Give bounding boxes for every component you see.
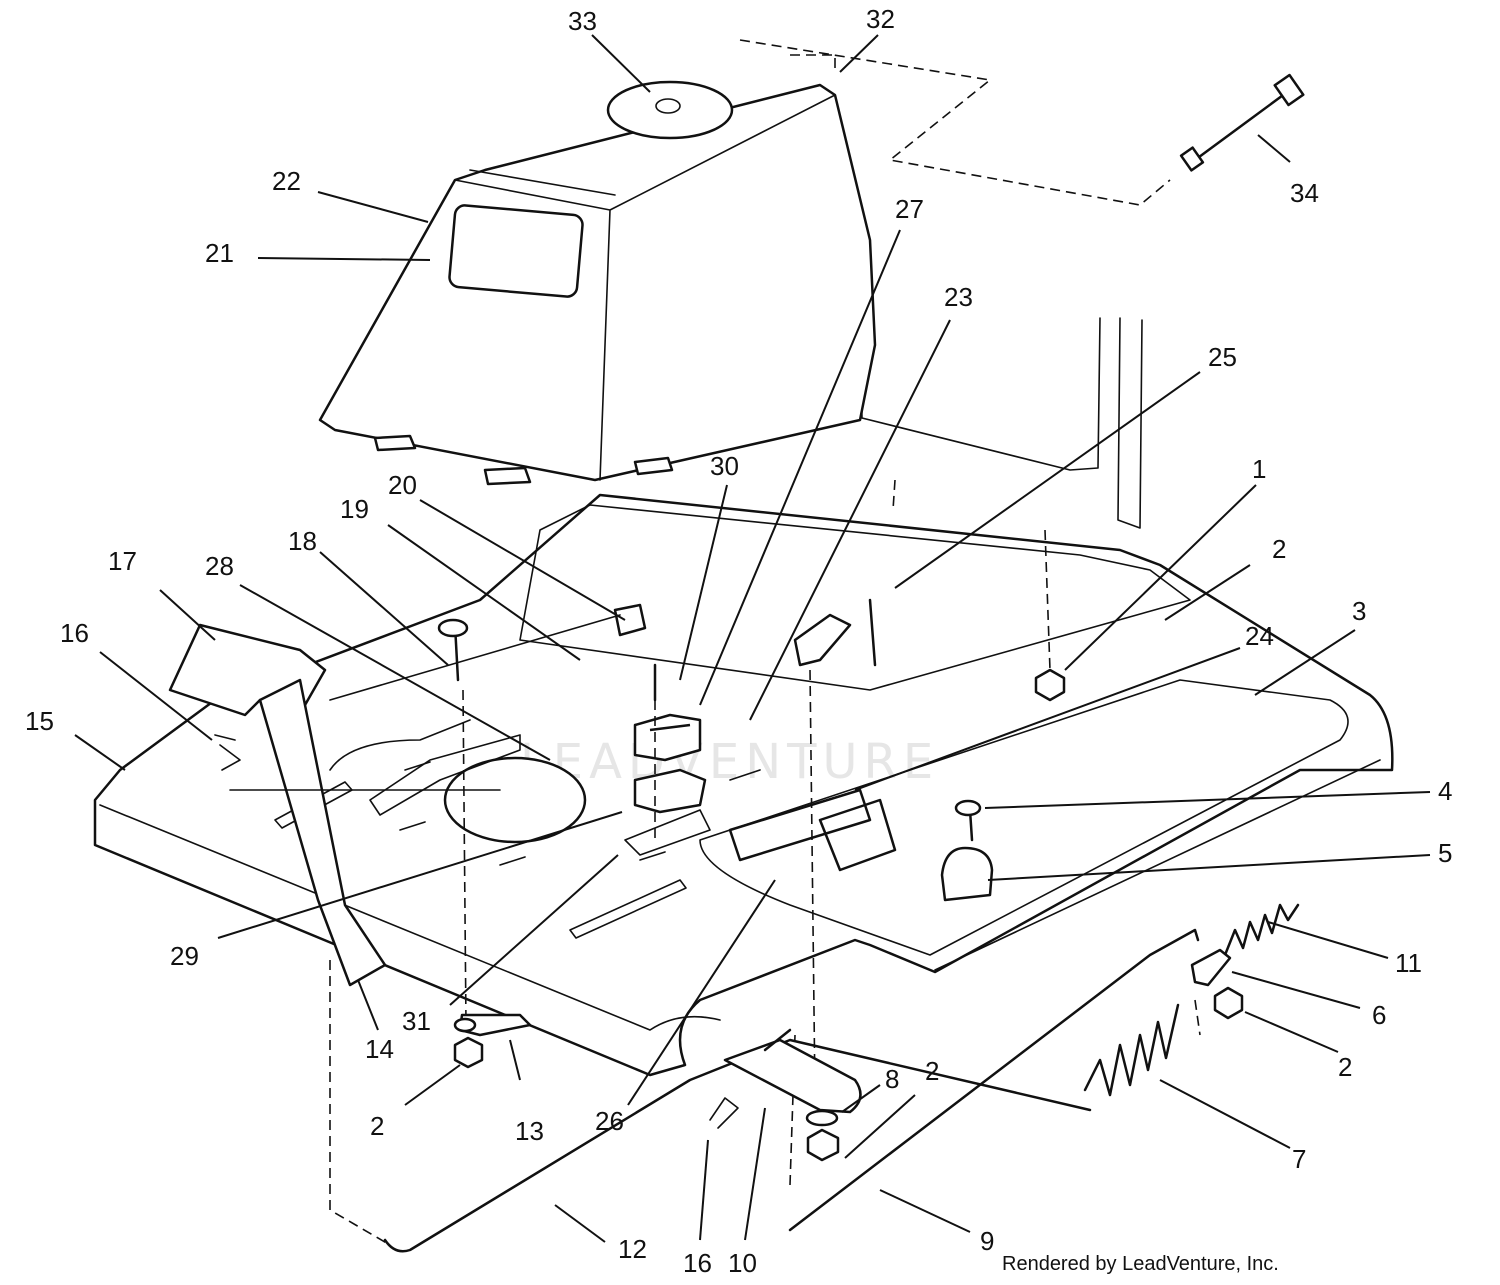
actuator-plate: [624, 809, 711, 856]
locknut-upper: [1034, 668, 1066, 702]
assembly-axis-lines: [329, 479, 1201, 1246]
washer-8: [805, 1109, 839, 1127]
callout-15: 15: [25, 706, 54, 736]
deck-hole: [443, 756, 587, 844]
callout-21: 21: [205, 238, 234, 268]
actuator-block-upper: [633, 713, 702, 762]
wire-harness: [1193, 88, 1292, 162]
bracket-13-hole: [453, 1017, 477, 1033]
spring-7: [1083, 1003, 1180, 1097]
callout-27: 27: [895, 194, 924, 224]
callout-17: 17: [108, 546, 137, 576]
locknut-bottom: [806, 1128, 840, 1162]
locknut-right: [1213, 986, 1244, 1020]
rendered-by-credit: Rendered by LeadVenture, Inc.: [1002, 1253, 1279, 1275]
callout-29: 29: [170, 941, 199, 971]
deck-outline: [93, 493, 1394, 1077]
fuel-cap: [606, 80, 734, 140]
callout-19: 19: [340, 494, 369, 524]
callout-10: 10: [728, 1248, 757, 1278]
callout-2-top: 2: [1272, 534, 1286, 564]
callout-8: 8: [885, 1064, 899, 1094]
watermark-text: LEADVENTURE: [520, 734, 939, 790]
lever-plate-10: [723, 1038, 862, 1114]
tank-cover-edges: [454, 94, 836, 481]
rod-12: [383, 1038, 1092, 1253]
deck-left-curve: [329, 719, 471, 771]
callout-12: 12: [618, 1234, 647, 1264]
callout-2-right: 2: [1338, 1052, 1352, 1082]
callout-2-left: 2: [370, 1111, 384, 1141]
callout-28: 28: [205, 551, 234, 581]
callout-3: 3: [1352, 596, 1366, 626]
harness-plug-bottom: [1179, 146, 1205, 172]
callout-23: 23: [944, 282, 973, 312]
callout-2-bottom: 2: [925, 1056, 939, 1086]
bolt-4-head: [954, 799, 982, 817]
pin-10: [763, 1028, 792, 1052]
callout-34: 34: [1290, 178, 1319, 208]
callout-26: 26: [595, 1106, 624, 1136]
callout-33: 33: [568, 6, 597, 36]
bracket-19: [329, 614, 621, 816]
callout-20: 20: [388, 470, 417, 500]
hairpin-clip-lower: [709, 1097, 739, 1129]
callout-6: 6: [1372, 1000, 1386, 1030]
locknut-left: [453, 1036, 484, 1069]
callout-14: 14: [365, 1034, 394, 1064]
bracket-5: [940, 846, 994, 902]
callout-1: 1: [1252, 454, 1266, 484]
callout-22: 22: [272, 166, 301, 196]
callout-32: 32: [866, 4, 895, 34]
clevis-pin-25: [868, 598, 877, 667]
actuator-block-lower: [633, 768, 707, 814]
tank-tabs: [373, 434, 674, 486]
deck-right-pad: [699, 679, 1349, 956]
callout-11: 11: [1395, 948, 1422, 978]
callout-16-bottom: 16: [683, 1248, 712, 1278]
deck-rear-panel: [519, 504, 1191, 691]
callout-18: 18: [288, 526, 317, 556]
callout-9: 9: [980, 1226, 994, 1256]
leader-lines: [74, 34, 1431, 1243]
pivot-bracket: [793, 613, 852, 667]
bolt-18-head: [437, 618, 469, 638]
tank-label: [448, 204, 584, 298]
decal-sheet: [739, 39, 1171, 206]
hairpin-clip-upper: [214, 734, 501, 791]
deck-front-edge: [99, 759, 1381, 1031]
callout-13: 13: [515, 1116, 544, 1146]
callout-31: 31: [402, 1006, 431, 1036]
callout-25: 25: [1208, 342, 1237, 372]
callout-16-top: 16: [60, 618, 89, 648]
rod-9: [788, 928, 1200, 1232]
bell-crank-6: [1190, 948, 1232, 987]
lever-arm: [258, 678, 387, 987]
spring-11: [1223, 903, 1300, 957]
callout-7: 7: [1292, 1144, 1306, 1174]
callout-4: 4: [1438, 776, 1452, 806]
tank-cover: [318, 83, 877, 482]
harness-plug-top: [1273, 73, 1305, 107]
callout-24: 24: [1245, 621, 1274, 651]
fuel-cap-vent: [655, 98, 681, 114]
frame-upright: [859, 317, 1143, 529]
callout-numbers: 33 32 34 22 21 27 23 25 30 1 2 20 19 18 …: [25, 4, 1452, 1278]
callout-5: 5: [1438, 838, 1452, 868]
callout-30: 30: [710, 451, 739, 481]
bracket-20: [613, 603, 647, 637]
